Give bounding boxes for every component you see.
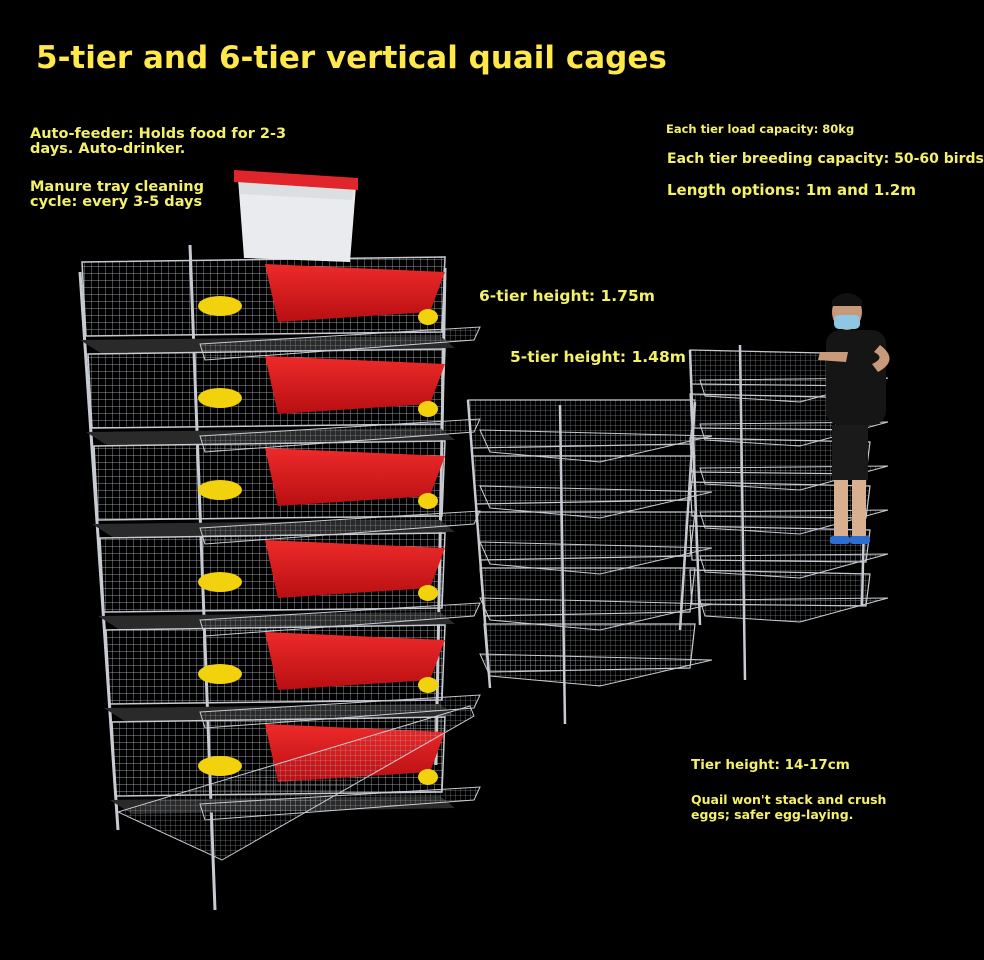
manure-line-1: Manure tray cleaning	[30, 179, 204, 195]
cage-tier-mesh	[689, 569, 871, 607]
load-capacity-note: Each tier load capacity: 80kg	[666, 122, 855, 136]
feed-bucket	[234, 170, 358, 262]
egg-tray	[479, 653, 713, 687]
egg-tray	[699, 597, 889, 623]
feeder-trough	[265, 448, 445, 506]
cage-post	[78, 271, 120, 831]
drinker-cup	[198, 572, 242, 592]
drinker-cup	[198, 480, 242, 500]
six-tier-height-note: 6-tier height: 1.75m	[479, 287, 655, 305]
egg-safety-line-1: Quail won't stack and crush	[691, 792, 887, 807]
tier-height-note: Tier height: 14-17cm	[691, 757, 850, 773]
egg-safety-line-2: eggs; safer egg-laying.	[691, 807, 854, 822]
five-tier-height-note: 5-tier height: 1.48m	[510, 348, 686, 366]
length-options-note: Length options: 1m and 1.2m	[667, 181, 916, 199]
product-photo: 5-tier and 6-tier vertical quail cages A…	[30, 40, 984, 911]
manure-tray-note: Manure tray cleaning cycle: every 3-5 da…	[30, 179, 204, 211]
feeder-trough	[265, 632, 445, 690]
six-tier-cage	[78, 244, 481, 911]
drinker-cup	[198, 388, 242, 408]
drinker-cup	[418, 493, 438, 509]
cage-tier-mesh	[689, 525, 871, 563]
drinker-cup	[418, 401, 438, 417]
feeder-trough	[265, 356, 445, 414]
manure-line-2: cycle: every 3-5 days	[30, 194, 203, 211]
drinker-cup	[418, 769, 438, 785]
drinker-cup	[198, 664, 242, 684]
page-title: 5-tier and 6-tier vertical quail cages	[36, 40, 667, 76]
feeder-trough	[265, 264, 445, 322]
cage-illustration	[78, 170, 890, 911]
auto-feeder-line-2: days. Auto-drinker.	[30, 141, 186, 158]
person-figure	[818, 293, 890, 544]
drinker-cup	[418, 677, 438, 693]
auto-feeder-line-1: Auto-feeder: Holds food for 2-3	[30, 126, 287, 142]
auto-feeder-note: Auto-feeder: Holds food for 2-3 days. Au…	[30, 126, 287, 158]
feeder-trough	[265, 540, 445, 598]
drinker-cup	[418, 309, 438, 325]
drinker-cup	[418, 585, 438, 601]
drinker-cup	[198, 756, 242, 776]
egg-safety-note: Quail won't stack and crush eggs; safer …	[691, 792, 886, 822]
cage-base	[116, 705, 475, 861]
breeding-capacity-note: Each tier breeding capacity: 50-60 birds	[667, 151, 984, 167]
drinker-cup	[198, 296, 242, 316]
five-tier-cage	[466, 399, 713, 725]
